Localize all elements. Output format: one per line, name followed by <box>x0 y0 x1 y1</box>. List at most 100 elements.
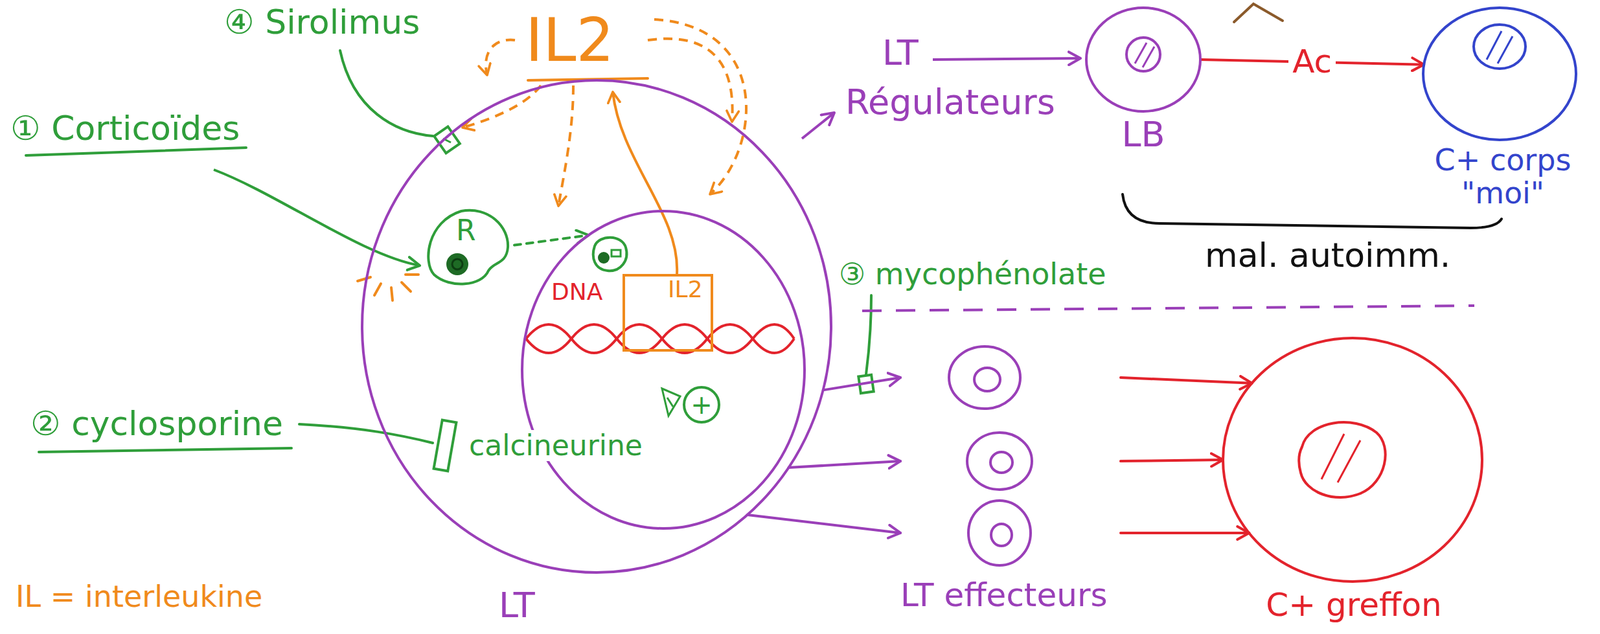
cell-label: LT <box>498 586 536 625</box>
enzyme-label: calcineurine <box>466 430 646 462</box>
legend-note-box: IL = interleukine <box>15 580 263 614</box>
connector-arrow <box>1120 459 1223 462</box>
receptor-border <box>428 210 508 285</box>
mycophenolate-leader <box>866 295 872 375</box>
dna-strand <box>525 324 795 354</box>
plus-sign: + <box>690 390 713 420</box>
cell-label-box: LT effecteurs <box>900 577 1108 614</box>
effector-cell <box>968 500 1031 566</box>
effector-cell <box>967 432 1032 490</box>
effector-cell <box>948 346 1021 409</box>
t-lymphocyte-outline <box>359 77 839 629</box>
graft-cell-border <box>1222 338 1483 582</box>
self-cell-nucleus <box>1473 24 1526 69</box>
cell-type-label-box: LT <box>882 33 919 72</box>
receptor: R <box>423 207 515 292</box>
dna-label-box: DNA <box>551 279 603 306</box>
b-lymphocyte-border <box>1086 7 1201 112</box>
corticoids-underline <box>25 147 247 156</box>
t-lymphocyte-border <box>362 80 832 573</box>
nucleus-outline <box>520 209 807 531</box>
drug-label-box: ③ mycophénolate <box>838 257 1107 291</box>
cell-label: LT effecteurs <box>900 577 1108 614</box>
connector-arrow <box>1120 377 1253 384</box>
il2-gene-box-border <box>623 275 712 351</box>
il2-signal-arrow <box>647 38 733 122</box>
drug-label: ② cyclosporine <box>30 405 284 443</box>
connector-arrow <box>823 377 901 390</box>
disease-label: mal. autoimm. <box>1204 237 1451 275</box>
cell-type-label: LT <box>882 33 919 72</box>
cell-label: C+ greffon <box>1265 587 1442 624</box>
gene-label-box: IL2 <box>667 276 703 303</box>
nucleus-border <box>522 211 805 529</box>
calcineurin-symbol <box>434 420 457 472</box>
legend-note: IL = interleukine <box>15 580 263 614</box>
activator-circle: + <box>682 385 721 425</box>
disease-label-box: mal. autoimm. <box>1204 237 1451 275</box>
effector-nucleus <box>974 367 1001 392</box>
receptor-complex-site <box>611 250 621 257</box>
dna-strand <box>525 324 795 354</box>
graft-cell: C+ greffon <box>1217 333 1490 629</box>
activator-circle-border <box>684 387 720 423</box>
receptor-complex-ligand <box>597 251 610 264</box>
lt-to-lb-arrow <box>932 58 1081 60</box>
regulator-arrow <box>801 112 835 139</box>
effector-nucleus <box>990 452 1013 473</box>
drug-label: ④ Sirolimus <box>224 3 420 41</box>
connector-arrow <box>788 461 902 468</box>
drug-label: ① Corticoïdes <box>10 110 240 148</box>
b-lymphocyte: LB <box>1081 3 1205 166</box>
cyclosporine-underline <box>38 448 292 453</box>
gene-label: IL2 <box>667 276 703 303</box>
receptor-label-box: R <box>456 215 477 247</box>
drug-label-box: ④ Sirolimus <box>224 3 420 41</box>
section-divider <box>862 305 1475 311</box>
cyclosporine-leader <box>299 424 433 444</box>
cell-label-box: LB <box>1121 115 1165 154</box>
lb-nucleus <box>1126 37 1161 72</box>
cytokine-label: IL2 <box>525 7 615 74</box>
graft-cell-outline <box>1217 333 1490 629</box>
dna-label: DNA <box>551 279 603 306</box>
receptor-complex <box>593 237 628 271</box>
connector-arrow <box>1120 531 1249 535</box>
activator-symbol <box>662 388 681 416</box>
effector-nucleus <box>991 524 1012 547</box>
brown-arrow <box>1234 3 1283 23</box>
self-cell: C+ corps "moi" <box>1409 3 1597 225</box>
cell-type-label: Régulateurs <box>845 82 1056 122</box>
graft-nucleus <box>1298 422 1386 498</box>
autoimmune-bracket <box>1122 194 1502 229</box>
receptor-label: R <box>456 215 477 247</box>
connector-arrow <box>747 514 901 534</box>
cell-label: C+ corps "moi" <box>1409 143 1597 210</box>
drug-label-box: ① Corticoïdes <box>10 110 240 148</box>
sirolimus-leader <box>340 50 433 137</box>
lb-nucleus-hatch <box>1134 42 1155 68</box>
graft-nucleus-hatch <box>1321 434 1361 483</box>
il2-gene-box: IL2 <box>622 274 714 352</box>
drug-label: ③ mycophénolate <box>838 257 1107 291</box>
effector-t-cells: LT effecteurs <box>900 336 1121 629</box>
cell-type-label-box: Régulateurs <box>845 82 1056 122</box>
cell-label: LB <box>1121 115 1165 154</box>
cell-label-box: LT <box>498 586 536 625</box>
nucleus: DNA IL2 + <box>520 209 807 531</box>
t-lymphocyte: LT R DNA IL2 + <box>359 77 839 629</box>
cell-label-box: C+ greffon <box>1265 587 1442 624</box>
cytokine-label-box: IL2 <box>525 7 615 74</box>
edge-label-box: Ac <box>1288 44 1336 80</box>
self-cell-nucleus-hatch <box>1486 31 1513 64</box>
drug-label-box: ② cyclosporine <box>30 405 284 443</box>
cell-label-box: C+ corps "moi" <box>1409 143 1597 210</box>
edge-label: Ac <box>1288 44 1336 80</box>
activator-mark <box>667 397 674 407</box>
il2-signal-arrow <box>558 85 574 206</box>
plus-sign-box: + <box>690 390 713 420</box>
self-cell-border <box>1423 7 1577 140</box>
il2-signal-arrow <box>485 40 515 76</box>
